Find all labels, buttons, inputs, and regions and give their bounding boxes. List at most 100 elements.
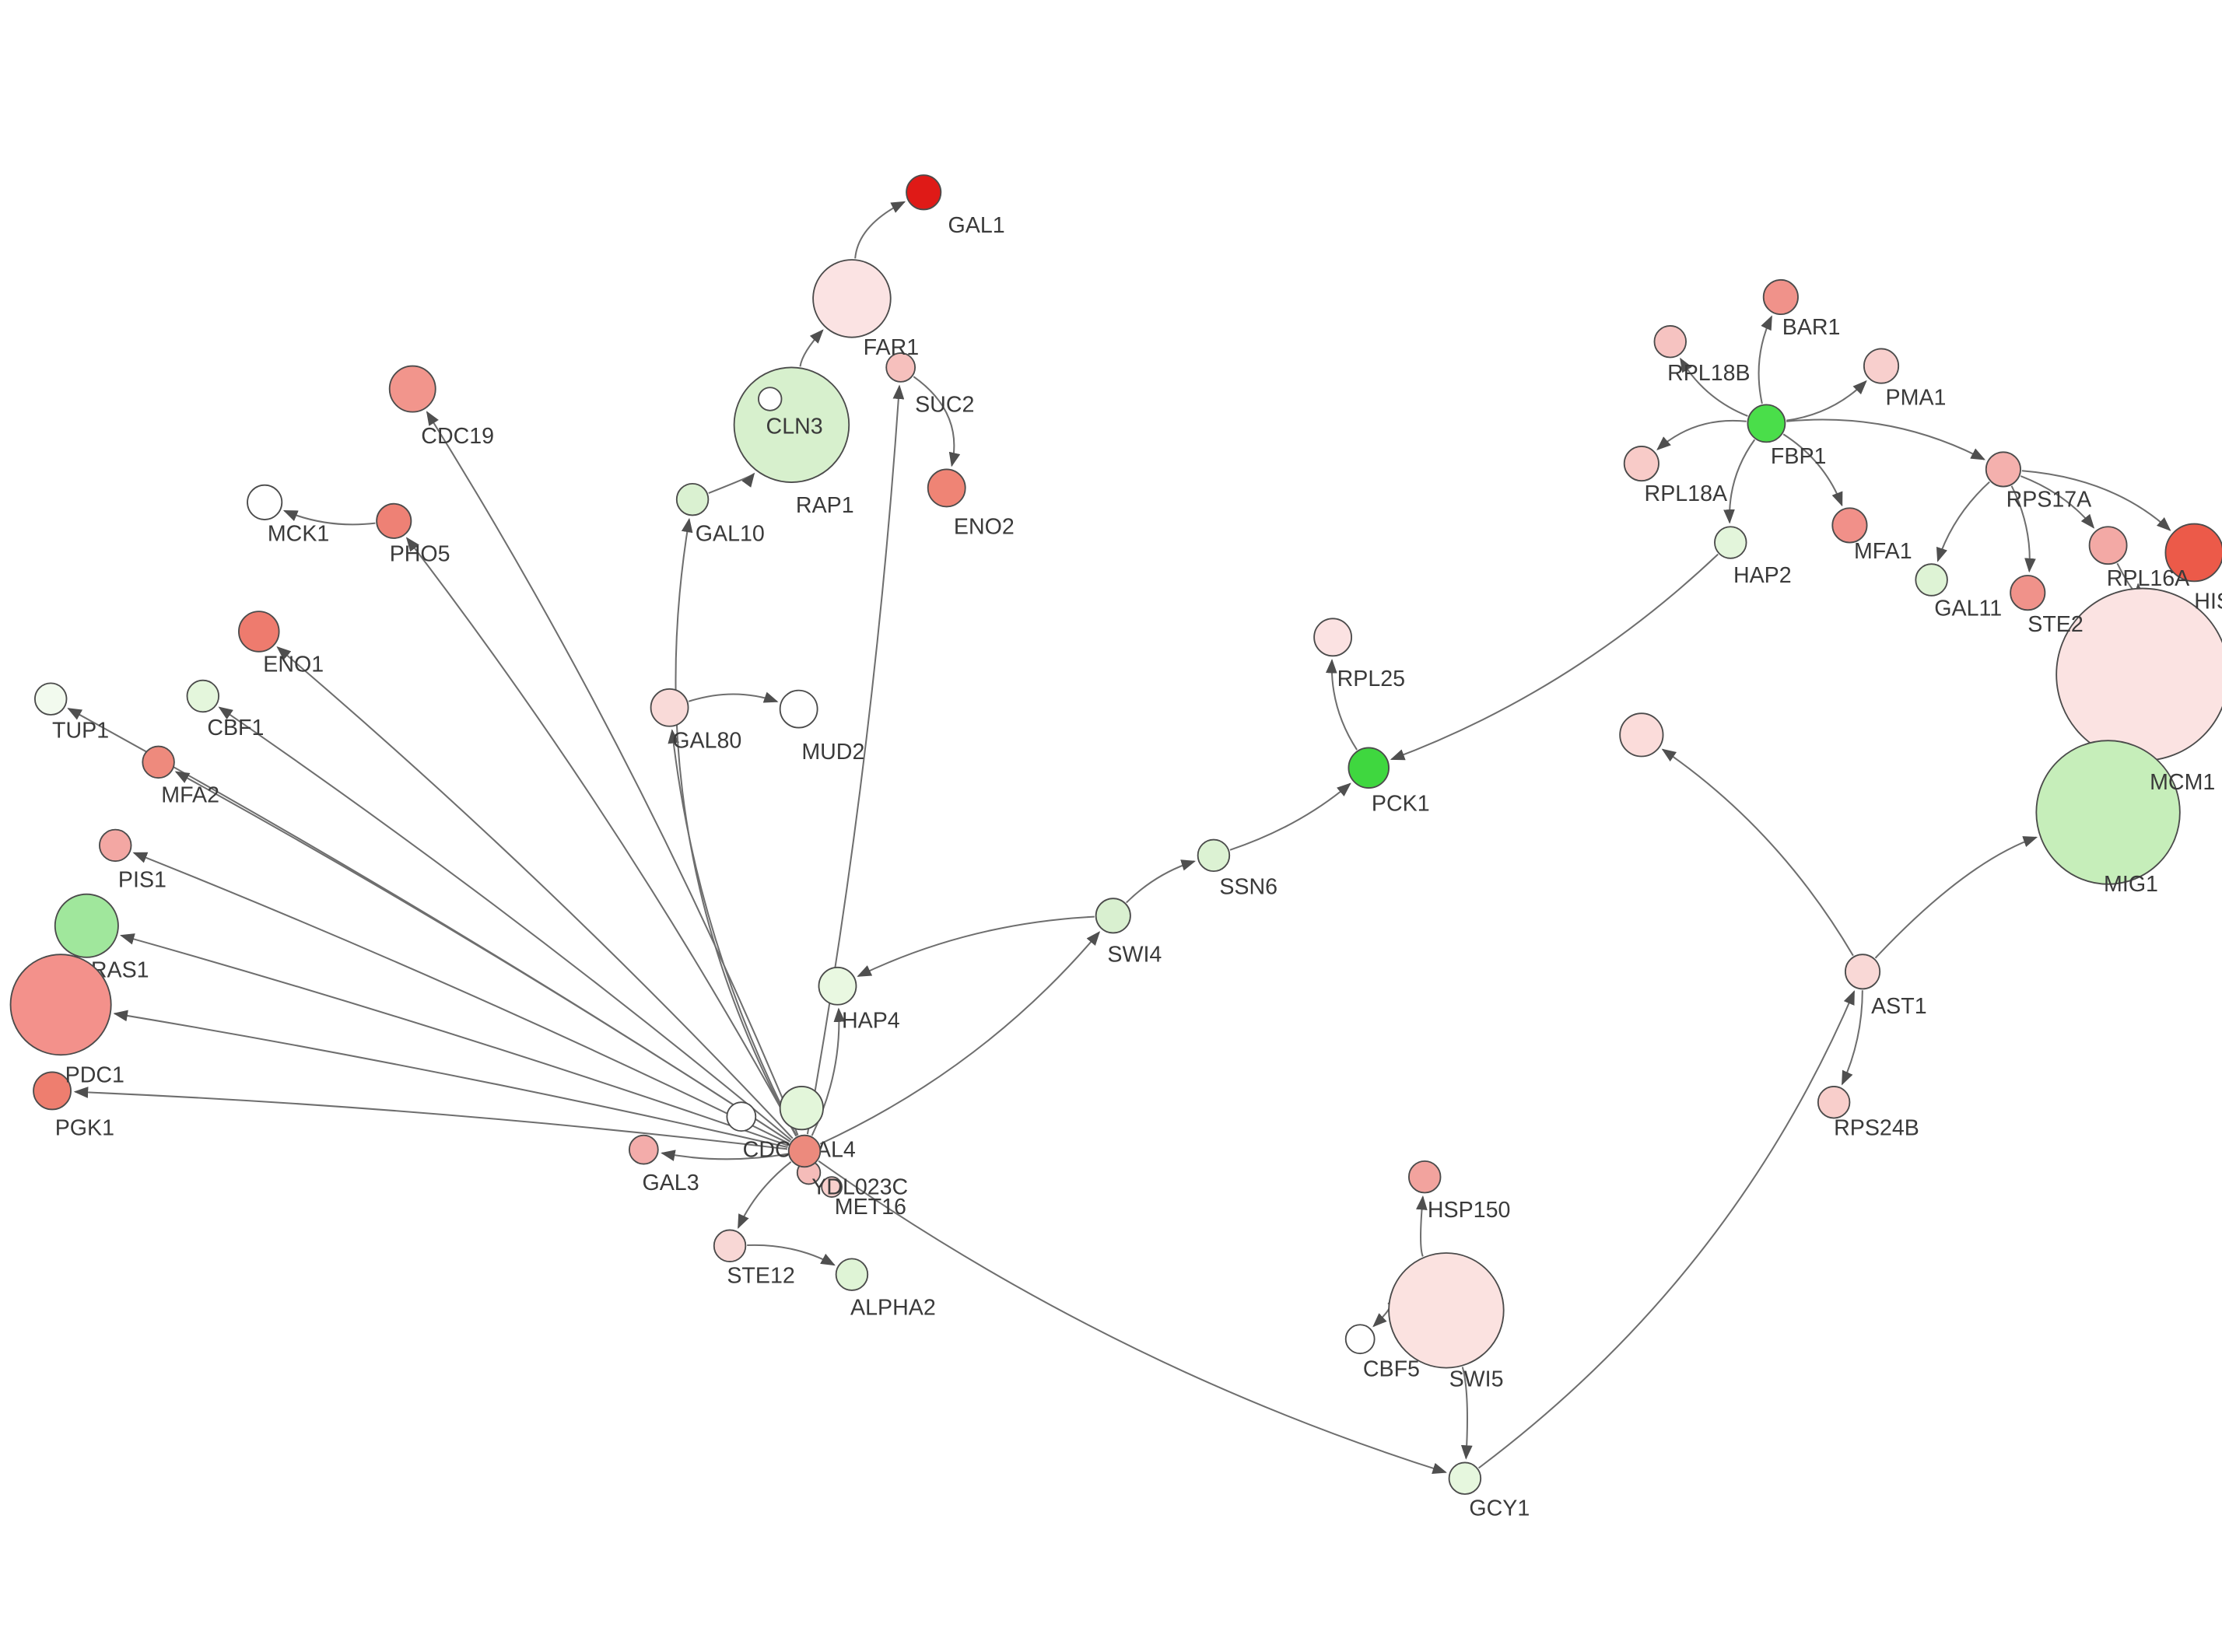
edge-SWI5-HSP150[interactable] <box>1416 1195 1428 1257</box>
node-RAP1[interactable] <box>758 387 783 411</box>
node-STE2[interactable] <box>2010 575 2046 611</box>
node-GAL4[interactable] <box>787 1134 822 1168</box>
edge-FBP1-RPL18A[interactable] <box>1656 419 1747 450</box>
edge-AST1-NODE2[interactable] <box>1661 748 1854 957</box>
node-CDC19[interactable] <box>388 365 436 413</box>
node-RPL18A[interactable] <box>1623 445 1659 482</box>
edge-GAL4-PDC1[interactable] <box>113 1010 788 1148</box>
edge-FBP1-PMA1[interactable] <box>1786 380 1867 422</box>
node-SUC2[interactable] <box>885 352 916 383</box>
edge-GAL4-SWI4[interactable] <box>819 931 1101 1145</box>
edge-RPS17A-HIS4[interactable] <box>2021 470 2171 531</box>
node-GCY1[interactable] <box>1448 1461 1482 1495</box>
node-NODE2[interactable] <box>1619 712 1664 758</box>
edge-PHO5-MCK1[interactable] <box>282 509 376 526</box>
node-HSP150[interactable] <box>1407 1160 1442 1194</box>
node-RAS1[interactable] <box>54 893 119 958</box>
edge-AST1-MIG1[interactable] <box>1874 836 2038 959</box>
node-PGK1[interactable] <box>33 1071 72 1111</box>
edge-RPS17A-GAL11[interactable] <box>1936 481 1990 562</box>
edge-GAL4-PHO5[interactable] <box>405 537 797 1137</box>
node-PCK1[interactable] <box>1348 747 1390 789</box>
edge-SWI4-HAP4[interactable] <box>857 915 1095 977</box>
node-HAP2[interactable] <box>1714 526 1747 559</box>
edge-FBP1-BAR1[interactable] <box>1758 315 1772 404</box>
node-STE12[interactable] <box>713 1229 747 1262</box>
node-MIG1[interactable] <box>2035 740 2181 885</box>
edge-GAL4-TUP1[interactable] <box>67 708 791 1143</box>
node-GAL10[interactable] <box>675 482 710 516</box>
node-BAR1[interactable] <box>1762 278 1799 316</box>
node-ALPHA2[interactable] <box>835 1258 869 1291</box>
node-RPL25[interactable] <box>1313 618 1353 657</box>
edge-GAL4-MFA2[interactable] <box>174 771 791 1143</box>
edge-STE12-ALPHA2[interactable] <box>747 1244 836 1266</box>
node-RPL18B[interactable] <box>1653 324 1687 359</box>
node-RPL16A[interactable] <box>2088 526 2128 565</box>
edge-GAL80-MUD2[interactable] <box>688 691 779 703</box>
node-RPS24B[interactable] <box>1817 1086 1851 1119</box>
node-HAP4[interactable] <box>818 966 857 1006</box>
edge-GAL10-CLN3[interactable] <box>708 472 755 495</box>
edge-GAL4-GCY1[interactable] <box>818 1160 1447 1474</box>
node-NODE1[interactable] <box>779 1086 824 1131</box>
edge-GAL4-SUC2[interactable] <box>806 384 905 1135</box>
node-FBP1[interactable] <box>1747 404 1786 443</box>
node-GAL1[interactable] <box>906 174 942 211</box>
edge-GAL4-CDC19[interactable] <box>426 411 799 1136</box>
edge-SSN6-PCK1[interactable] <box>1229 782 1351 851</box>
edge-FBP1-RPS17A[interactable] <box>1786 418 1985 460</box>
edge-GAL4-GAL3[interactable] <box>661 1150 788 1161</box>
node-RPS17A[interactable] <box>1985 451 2021 488</box>
node-MUD2[interactable] <box>779 689 818 729</box>
edge-RPS17A-STE2[interactable] <box>2010 485 2036 573</box>
edge-GAL4-RAS1[interactable] <box>120 933 789 1146</box>
edge-CLN3-FAR1[interactable] <box>799 329 824 367</box>
node-MFA2[interactable] <box>142 745 175 779</box>
node-label-HIS4: HIS4 <box>2194 589 2222 614</box>
node-CDC6[interactable] <box>726 1101 757 1132</box>
node-ENO1[interactable] <box>238 611 280 653</box>
edge-SWI5-GCY1[interactable] <box>1460 1367 1473 1460</box>
node-GAL3[interactable] <box>628 1134 659 1165</box>
edge-GAL4-GAL10[interactable] <box>675 517 797 1137</box>
node-PDC1[interactable] <box>9 954 112 1056</box>
edge-SWI5-CBF5[interactable] <box>1372 1302 1391 1328</box>
edge-GAL4-PIS1[interactable] <box>132 852 790 1145</box>
node-CBF5[interactable] <box>1344 1324 1376 1355</box>
edge-FBP1-MFA1[interactable] <box>1782 433 1843 507</box>
node-AST1[interactable] <box>1844 954 1881 990</box>
node-MCK1[interactable] <box>247 484 283 520</box>
edge-PCK1-RPL25[interactable] <box>1325 659 1358 751</box>
edge-FBP1-RPL18B[interactable] <box>1680 357 1748 417</box>
node-ENO2[interactable] <box>927 468 966 508</box>
node-HIS4[interactable] <box>2164 523 2222 583</box>
edge-GAL4-STE12[interactable] <box>738 1161 792 1230</box>
edge-GAL4-ENO1[interactable] <box>276 646 794 1139</box>
edge-HAP2-PCK1[interactable] <box>1390 553 1719 761</box>
node-SWI4[interactable] <box>1095 898 1131 934</box>
node-GAL11[interactable] <box>1915 563 1948 597</box>
edge-GAL4-GAL80[interactable] <box>668 729 797 1136</box>
edge-SUC2-ENO2[interactable] <box>913 376 961 467</box>
node-SSN6[interactable] <box>1197 838 1231 873</box>
edge-GCY1-AST1[interactable] <box>1477 990 1856 1469</box>
edge-RPS17A-RPL16A[interactable] <box>2020 475 2095 529</box>
edge-FBP1-HAP2[interactable] <box>1723 439 1756 524</box>
node-MET16[interactable] <box>821 1176 843 1198</box>
node-FAR1[interactable] <box>812 259 892 338</box>
node-MFA1[interactable] <box>1831 507 1868 544</box>
node-PHO5[interactable] <box>376 502 412 539</box>
edge-FAR1-GAL1[interactable] <box>854 201 906 259</box>
node-GAL80[interactable] <box>650 688 689 727</box>
edge-SWI4-SSN6[interactable] <box>1126 859 1196 904</box>
node-SWI5[interactable] <box>1388 1252 1505 1369</box>
node-CBF1[interactable] <box>186 679 220 713</box>
node-PIS1[interactable] <box>99 828 132 863</box>
edge-AST1-RPS24B[interactable] <box>1841 990 1863 1086</box>
edge-GAL4-CBF1[interactable] <box>218 706 792 1141</box>
edge-GAL4-PGK1[interactable] <box>73 1087 788 1150</box>
node-TUP1[interactable] <box>33 682 68 716</box>
node-PMA1[interactable] <box>1863 348 1900 384</box>
